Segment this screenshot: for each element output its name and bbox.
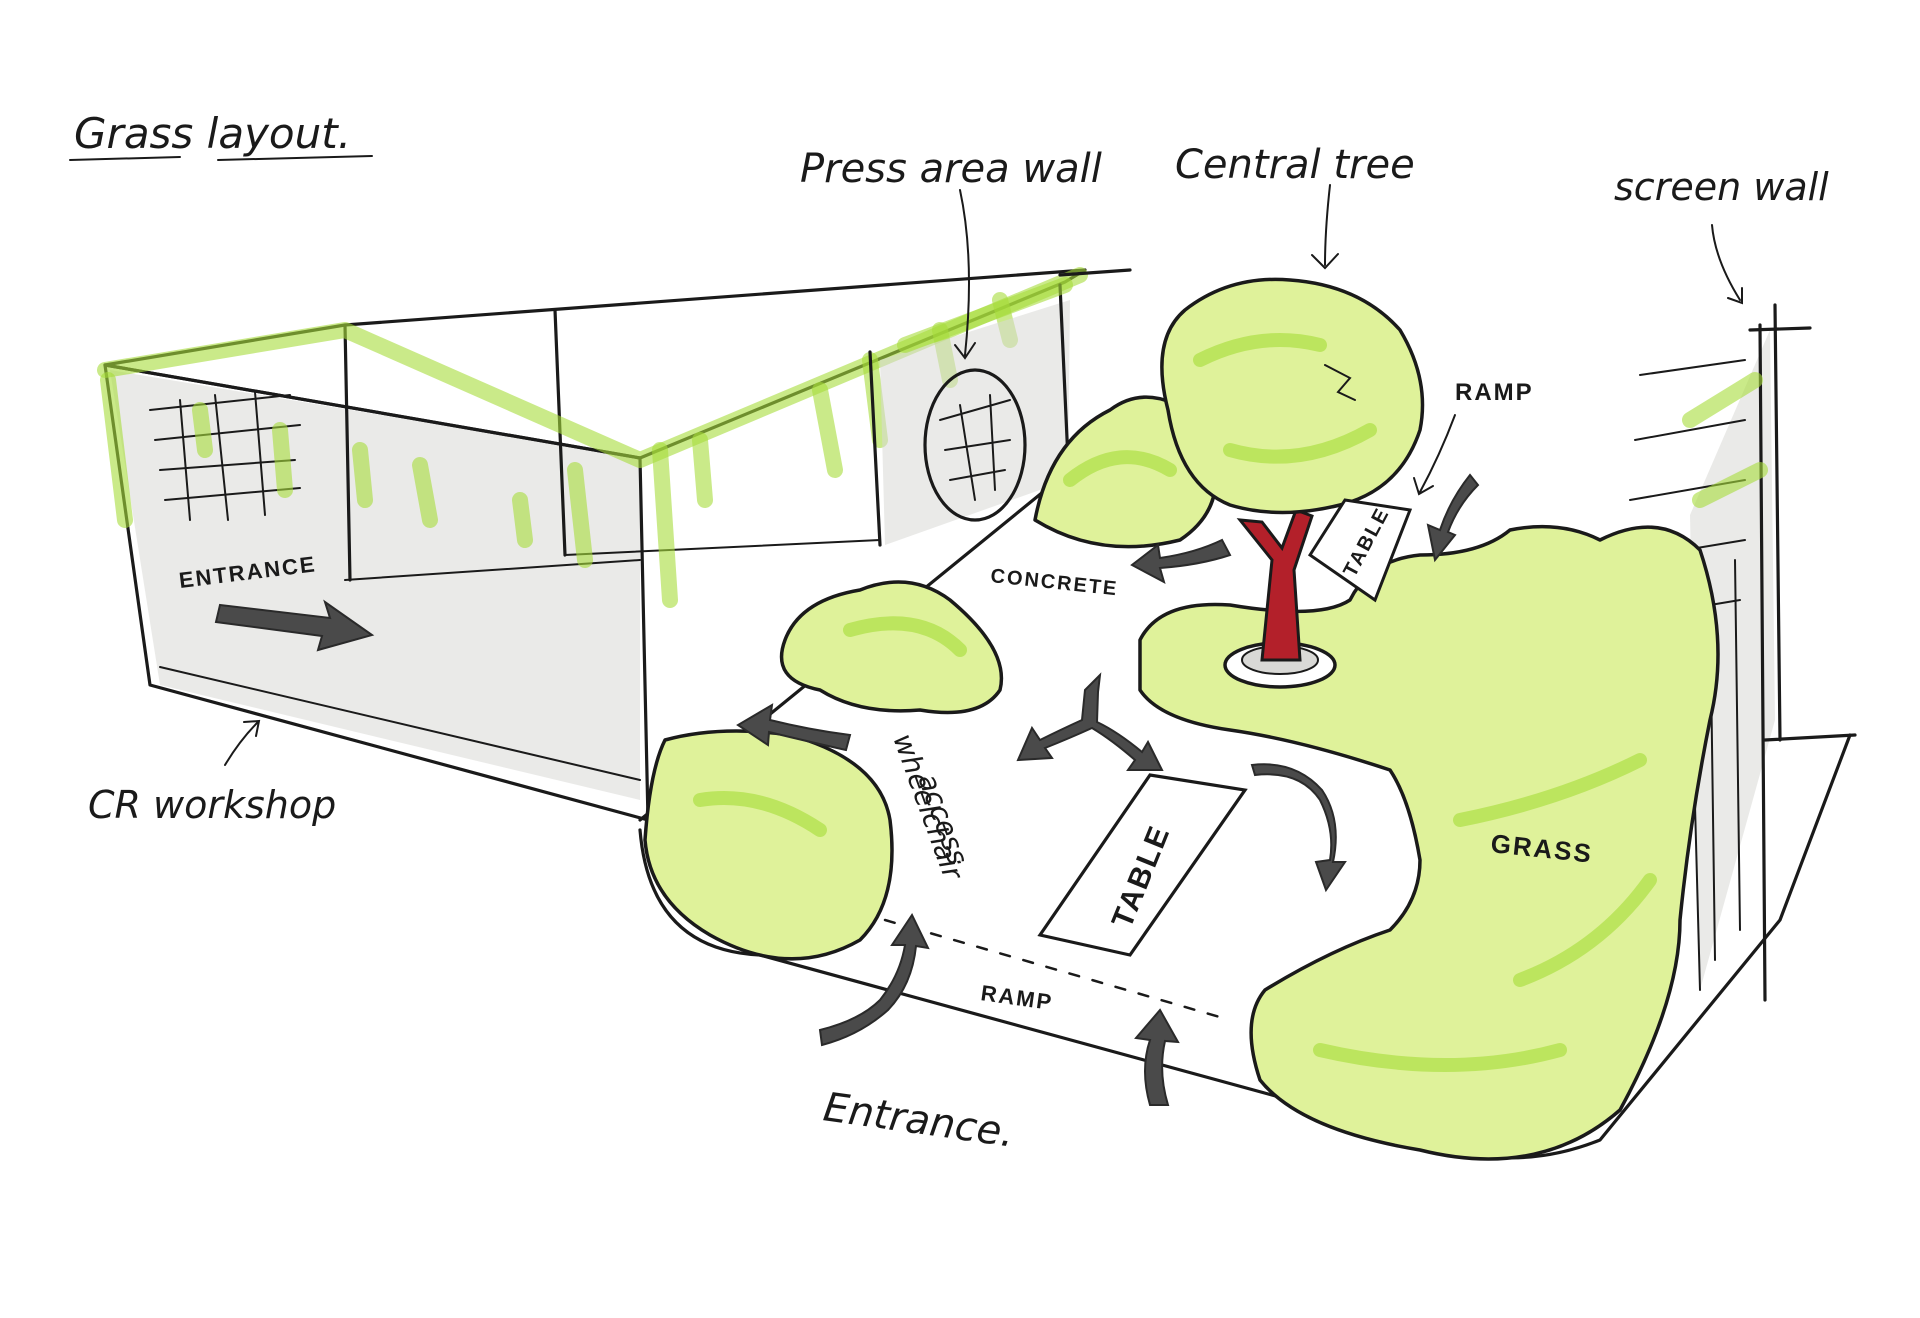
grass-patch-mid-left: [779, 580, 1004, 715]
arrow-ramp-left: [818, 912, 930, 1047]
cr-workshop-label: CR workshop: [88, 783, 336, 827]
cr-workshop-structure: [97, 267, 1088, 822]
tree-canopy: [1160, 277, 1425, 515]
press-area-wall: [868, 268, 1132, 547]
concrete-label: CONCRETE: [989, 565, 1119, 600]
press-area-wall-label: Press area wall: [800, 146, 1102, 192]
arrow-ramp-right: [1426, 473, 1480, 563]
title: Grass layout.: [74, 109, 351, 158]
entrance-bottom-label: Entrance.: [821, 1084, 1017, 1156]
grass-areas: [643, 395, 1720, 1161]
arrow-ramp-center: [1134, 1008, 1180, 1106]
ramp-bottom-label: RAMP: [979, 980, 1055, 1015]
arrow-wheelchair-left: [736, 703, 852, 752]
screen-wall-label: screen wall: [1614, 165, 1829, 209]
grass-patch-front-left: [643, 729, 894, 961]
table-large: [1037, 773, 1248, 957]
arrow-fork: [1016, 672, 1164, 771]
arrow-entrance-left: [214, 599, 375, 652]
arrow-table-curve: [1250, 763, 1347, 893]
callout-pointers: [224, 184, 1743, 766]
ramp-right-label: RAMP: [1455, 379, 1534, 406]
central-tree: [1160, 277, 1425, 689]
screen-wall: [1619, 303, 1857, 1002]
table-small: [1307, 498, 1413, 603]
circulation-arrows: [214, 473, 1480, 1106]
tree-trunk: [1236, 508, 1314, 662]
arrow-concrete: [1130, 538, 1232, 584]
central-tree-label: Central tree: [1175, 142, 1415, 188]
